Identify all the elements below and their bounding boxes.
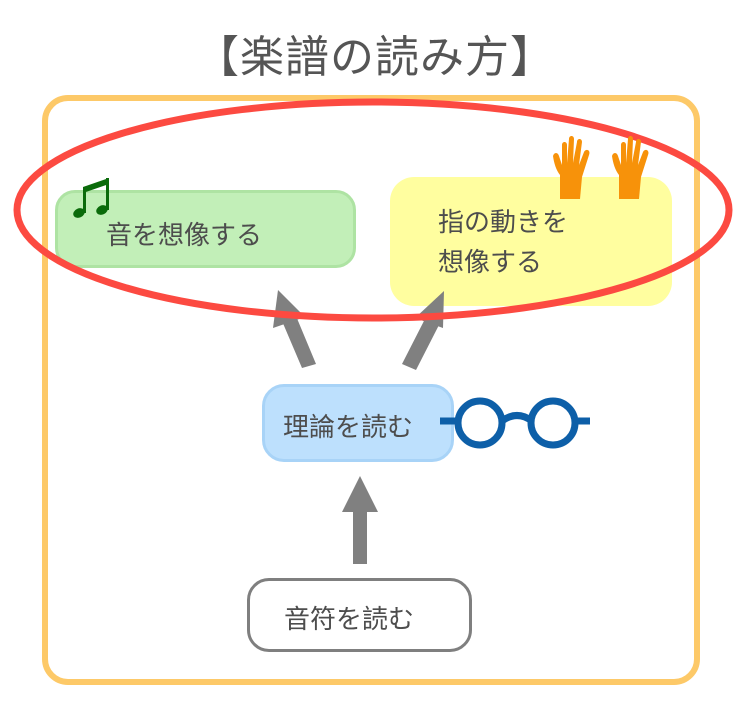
- right-hand-icon: [612, 136, 649, 199]
- arrow-notes-to-theory: [342, 476, 378, 564]
- node-read-notes: 音符を読む: [247, 578, 472, 652]
- node-imagine-sound: 音を想像する: [55, 190, 356, 268]
- node-imagine-fingers-label: 指の動きを 想像する: [438, 203, 568, 283]
- glasses-icon: [440, 397, 590, 449]
- left-hand-icon: [553, 136, 590, 199]
- node-read-notes-label: 音符を読む: [284, 605, 415, 635]
- arrow-theory-to-sound: [273, 290, 316, 368]
- node-imagine-fingers-line1: 指の動きを: [438, 208, 569, 238]
- node-imagine-sound-label: 音を想像する: [106, 221, 263, 251]
- node-imagine-fingers-line2: 想像する: [438, 248, 543, 278]
- outer-frame: [42, 95, 700, 685]
- diagram-title: 【楽譜の読み方】: [195, 32, 555, 83]
- node-read-theory: 理論を読む: [262, 384, 454, 462]
- highlight-ellipse: [13, 98, 733, 322]
- raised-hands-icon: [553, 136, 649, 199]
- music-notes-icon: [73, 178, 109, 218]
- arrow-theory-to-fingers: [402, 291, 444, 370]
- node-read-theory-label: 理論を読む: [283, 413, 414, 443]
